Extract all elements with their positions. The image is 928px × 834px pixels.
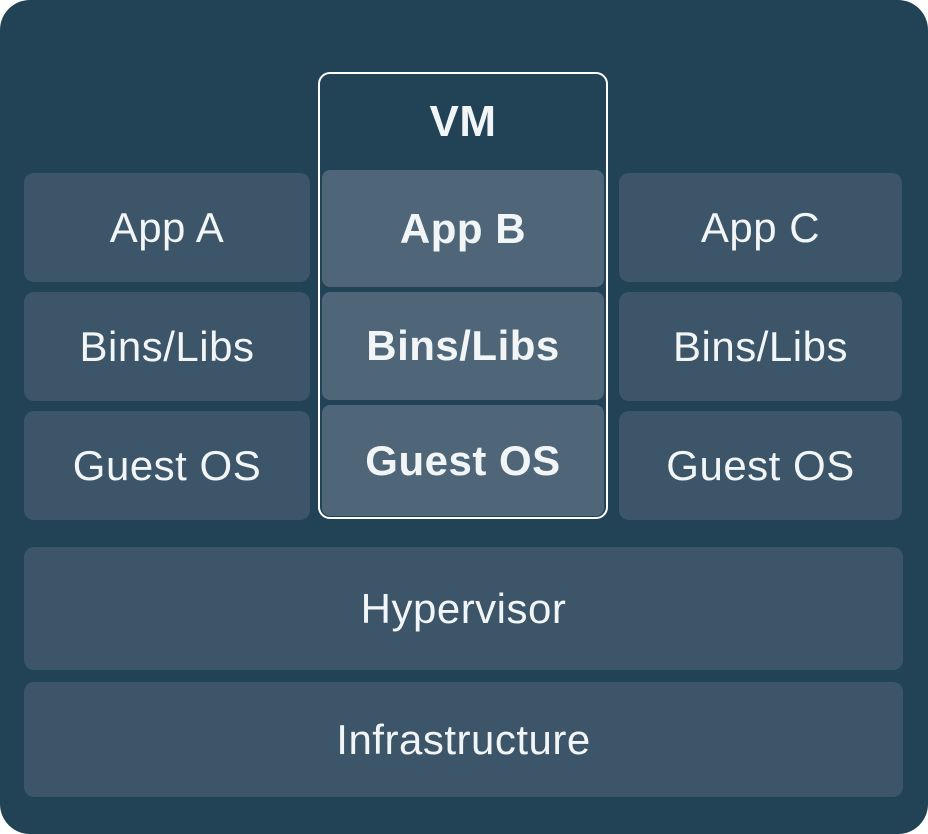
cell-app-b: App B [322,170,604,287]
cell-guest-os-vm: Guest OS [322,405,604,516]
cell-app-c: App C [619,173,902,282]
vm-label: VM [429,97,497,146]
cell-bins-libs-vm: Bins/Libs [322,292,604,400]
cell-guest-os-c: Guest OS [619,411,902,520]
cell-app-a: App A [24,173,310,282]
cell-bins-libs-a: Bins/Libs [24,292,310,401]
cell-guest-os-a: Guest OS [24,411,310,520]
hypervisor-layer: Hypervisor [24,547,903,670]
cell-bins-libs-c: Bins/Libs [619,292,902,401]
vm-container: VM App B Bins/Libs Guest OS [318,72,608,519]
infrastructure-layer: Infrastructure [24,682,903,797]
